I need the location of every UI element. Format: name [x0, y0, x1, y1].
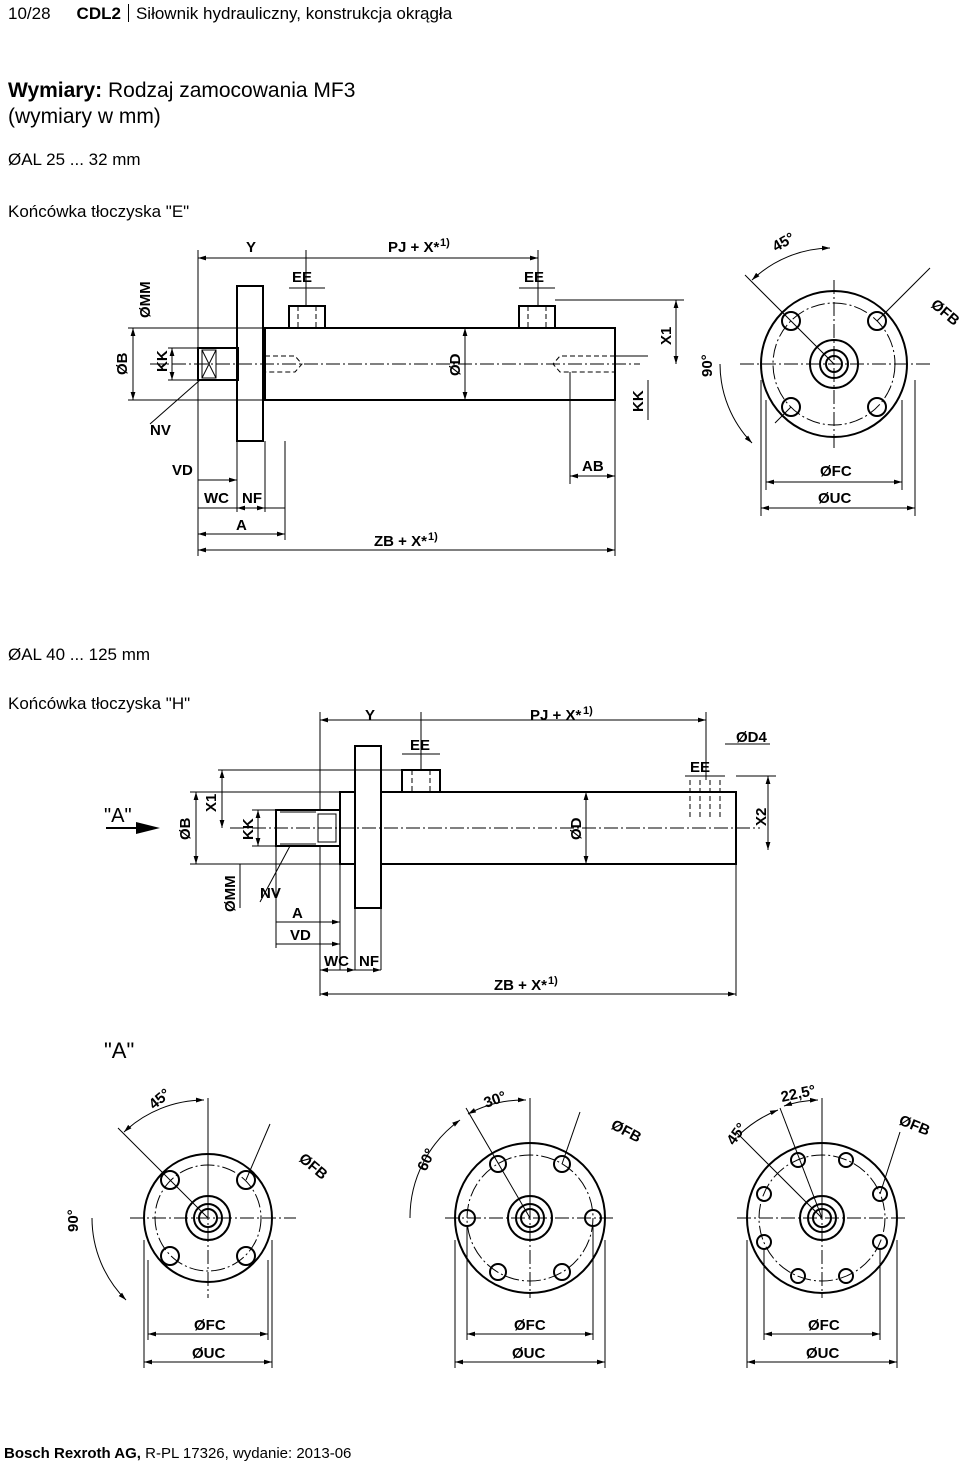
view-a-uc-2: ØUC: [512, 1345, 546, 1362]
view-a-angle-22-5: 22,5°: [779, 1082, 817, 1106]
view-arrow-label: "A": [104, 805, 132, 827]
view-a-fc-3: ØFC: [808, 1317, 840, 1334]
dim-fc: ØFC: [820, 463, 852, 480]
dim-pj-sup-2: 1): [583, 705, 593, 717]
view-a-angle-90: 90°: [65, 1209, 82, 1232]
dim-pj-2: PJ + X*: [530, 707, 581, 724]
section1-range: ØAL 25 ... 32 mm: [8, 150, 141, 169]
page-number: 10/28: [8, 4, 51, 23]
dim-mm-2: ØMM: [222, 875, 239, 912]
dim-zb-sup-2: 1): [548, 975, 558, 987]
product-code: CDL2: [76, 4, 121, 23]
page-title: Wymiary: Rodzaj zamocowania MF3 (wymiary…: [8, 78, 355, 130]
title-units: (wymiary w mm): [8, 105, 161, 128]
view-a-fc-1: ØFC: [194, 1317, 226, 1334]
page-header: 10/28 CDL2 Siłownik hydrauliczny, konstruk…: [8, 4, 452, 24]
dim-angle-45: 45°: [770, 229, 798, 255]
dim-x1-2: X1: [203, 794, 220, 812]
dim-wc: WC: [204, 490, 229, 507]
dim-ab: AB: [582, 458, 604, 475]
view-a-angle-30: 30°: [482, 1088, 509, 1112]
dim-nf: NF: [242, 490, 262, 507]
dim-vd: VD: [172, 462, 193, 479]
section1-end-type: Końcówka tłoczyska "E": [8, 202, 190, 221]
end-view-small: [719, 245, 931, 516]
footer-company: Bosch Rexroth AG,: [4, 1445, 141, 1462]
dim-y-2: Y: [365, 707, 375, 724]
dim-pj-sup: 1): [440, 237, 450, 249]
title-bold: Wymiary:: [8, 79, 103, 102]
dim-nv-2: NV: [260, 885, 281, 902]
dim-ee-left: EE: [292, 269, 312, 286]
view-a-4-holes: [91, 1097, 296, 1368]
side-view-large: [106, 712, 776, 997]
dim-vd-2: VD: [290, 927, 311, 944]
dim-nv: NV: [150, 422, 171, 439]
section2-end-type: Końcówka tłoczyska "H": [8, 694, 191, 713]
port-ee-right: [518, 305, 556, 329]
dim-wc-2: WC: [324, 953, 349, 970]
dim-a: A: [236, 517, 247, 534]
dim-b: ØB: [114, 352, 131, 375]
dim-ee-2a: EE: [410, 737, 430, 754]
dim-uc: ØUC: [818, 490, 852, 507]
view-a-6-holes: [409, 1097, 615, 1368]
view-a-uc-3: ØUC: [806, 1345, 840, 1362]
dim-zb-sup: 1): [428, 531, 438, 543]
dim-x2: X2: [753, 808, 770, 826]
side-view-small: [128, 250, 684, 556]
dim-zb: ZB + X*: [374, 533, 427, 550]
view-a-fb-3: ØFB: [897, 1112, 933, 1140]
view-a-angle-60: 60°: [414, 1146, 439, 1174]
dim-zb-2: ZB + X*: [494, 977, 547, 994]
dim-mm: ØMM: [137, 281, 154, 318]
product-subtitle: Siłownik hydrauliczny, konstrukcja okrąg…: [135, 4, 453, 23]
dim-nf-2: NF: [359, 953, 379, 970]
dim-kk-right: KK: [630, 390, 647, 412]
dim-kk-2: KK: [240, 818, 257, 840]
dim-d4: ØD4: [736, 729, 768, 746]
dim-a-2: A: [292, 905, 303, 922]
dim-kk: KK: [154, 350, 171, 372]
view-a-angle-45-b: 45°: [723, 1120, 750, 1148]
dim-y: Y: [246, 239, 256, 256]
port-ee-left: [401, 769, 441, 793]
view-a-8-holes: [735, 1097, 907, 1368]
title-text: Rodzaj zamocowania MF3: [108, 79, 356, 102]
dim-b-2: ØB: [177, 817, 194, 840]
view-a-fb-1: ØFB: [295, 1150, 330, 1183]
header-separator: [127, 4, 129, 22]
page-footer: Bosch Rexroth AG, R-PL 17326, wydanie: 2…: [4, 1445, 351, 1462]
dim-pj: PJ + X*: [388, 239, 439, 256]
dim-angle-90: 90°: [699, 354, 716, 377]
section2-range: ØAL 40 ... 125 mm: [8, 645, 151, 664]
dim-x1: X1: [658, 327, 675, 345]
footer-document: R-PL 17326, wydanie: 2013-06: [145, 1445, 352, 1462]
dim-d-2: ØD: [568, 817, 585, 840]
view-a-fb-2: ØFB: [608, 1117, 644, 1147]
dim-ee-2b: EE: [690, 759, 710, 776]
dim-d: ØD: [447, 353, 464, 376]
dim-ee-right: EE: [524, 269, 544, 286]
view-a-angle-45: 45°: [146, 1085, 174, 1113]
port-ee-left: [288, 305, 326, 329]
dim-fb: ØFB: [927, 296, 960, 329]
view-a-title: "A": [104, 1038, 134, 1063]
view-a-uc-1: ØUC: [192, 1345, 226, 1362]
view-a-fc-2: ØFC: [514, 1317, 546, 1334]
